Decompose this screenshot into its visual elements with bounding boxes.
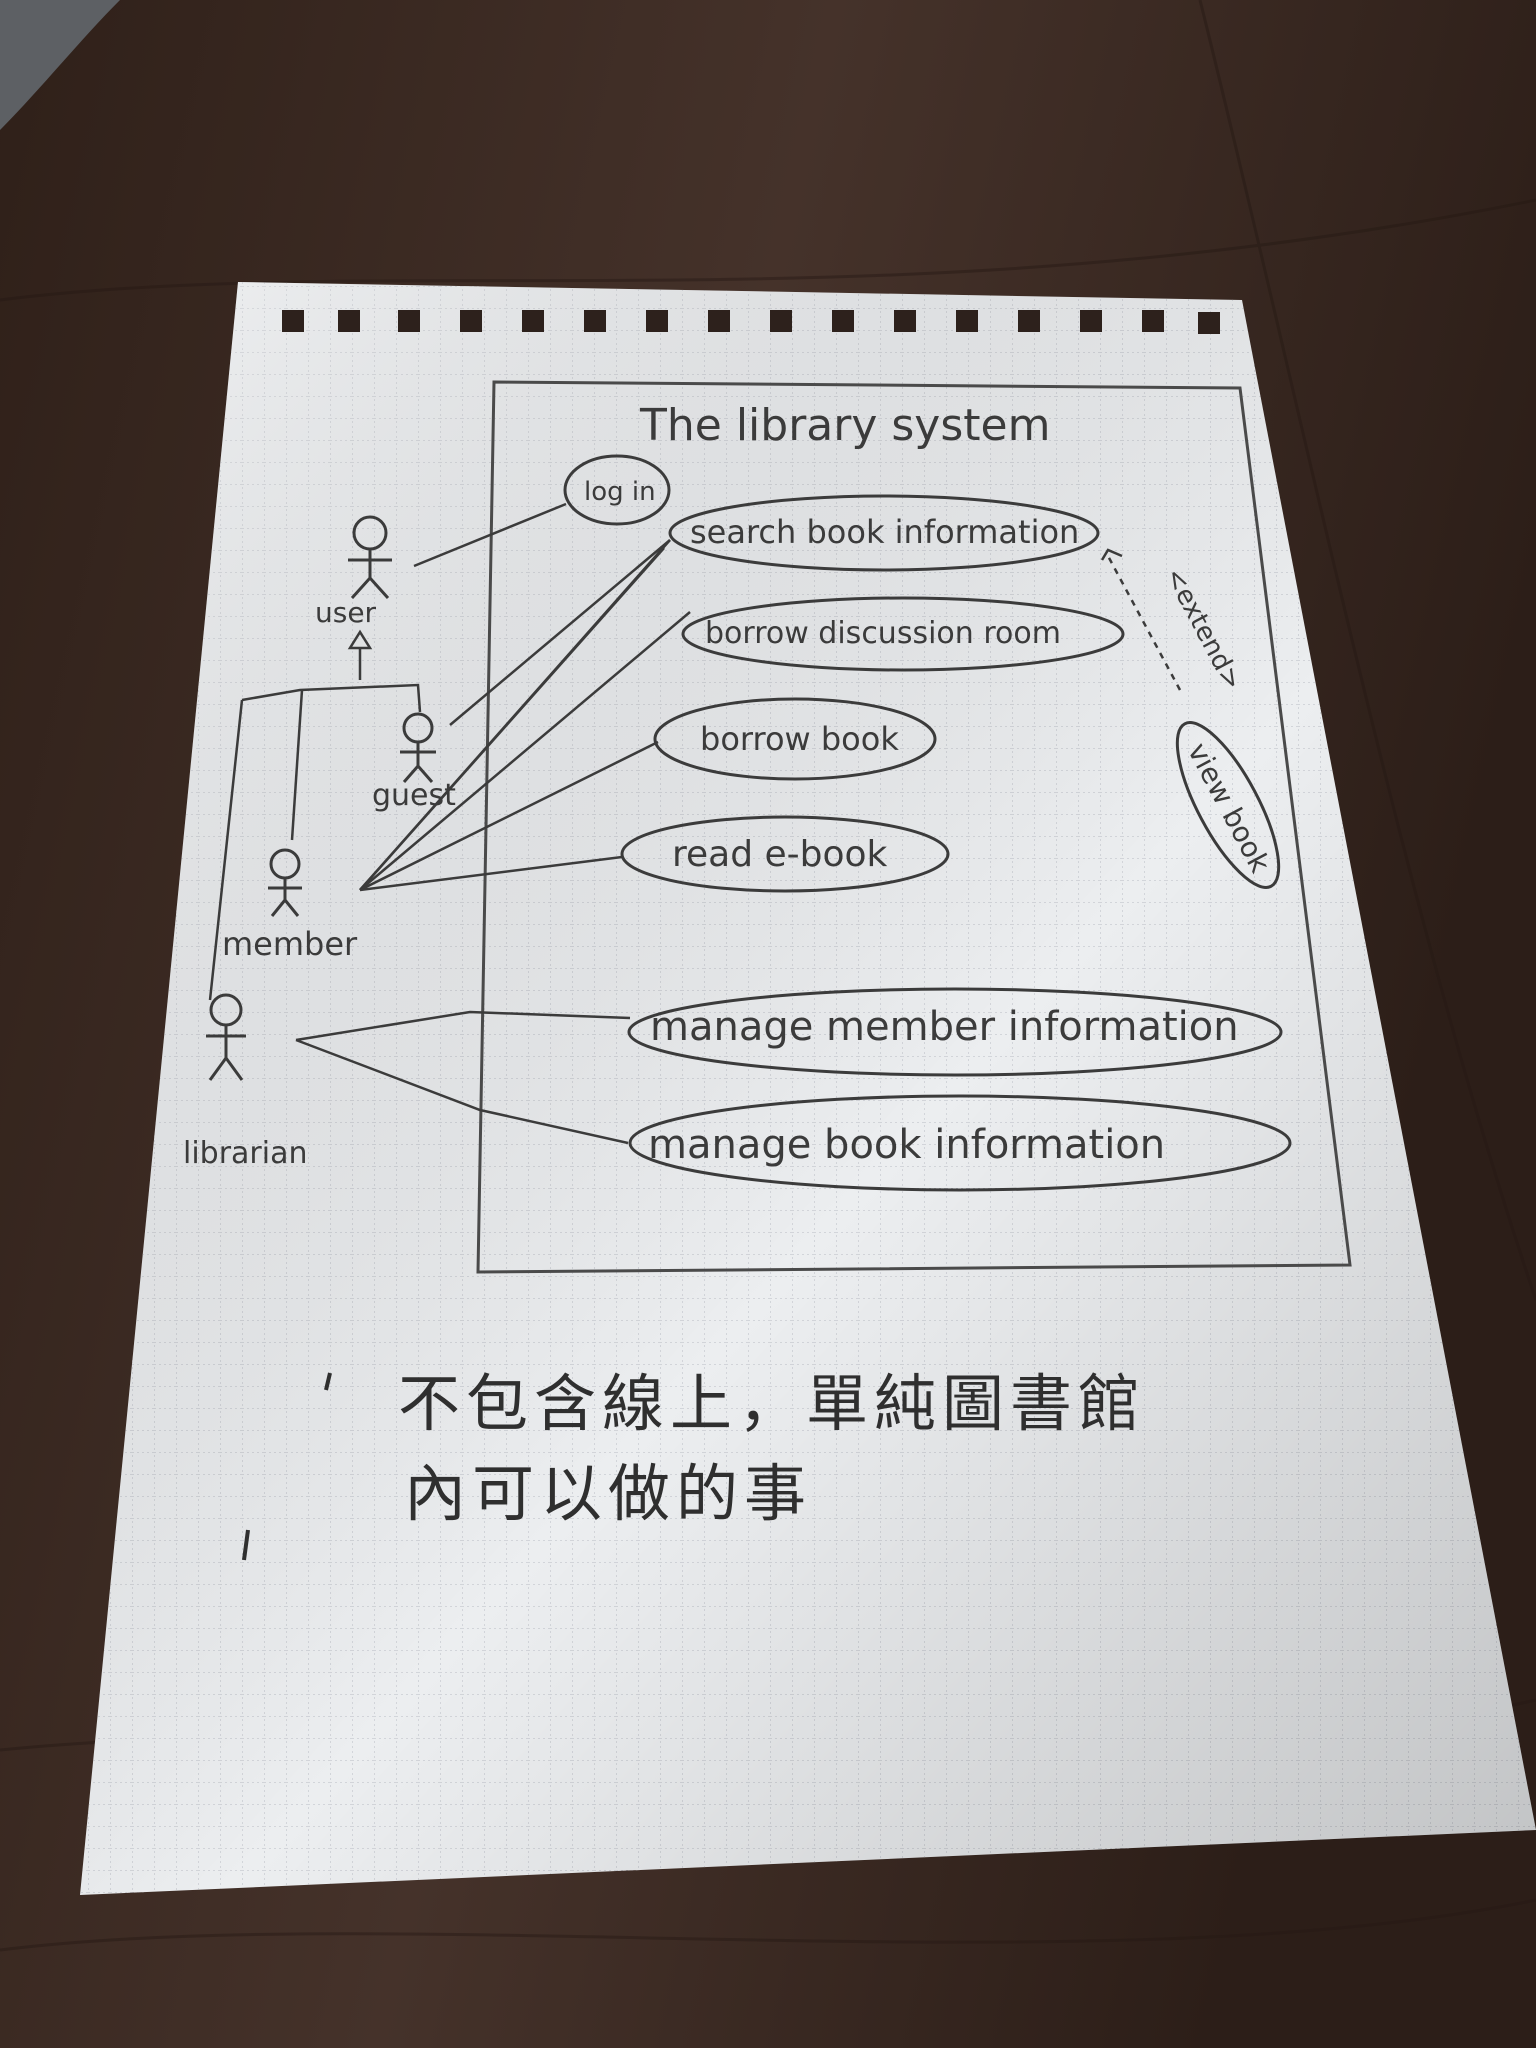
note-line-1: 不包含線上，單純圖書館 xyxy=(398,1367,1146,1440)
actor-librarian xyxy=(206,993,246,1081)
use-case-search-book-information: search book information xyxy=(668,494,1100,572)
use-case-login: log in xyxy=(563,454,671,526)
actor-user-label: user xyxy=(315,596,377,629)
actor-guest xyxy=(400,712,436,783)
actor-user xyxy=(348,515,392,600)
note-line-2: 內可以做的事 xyxy=(404,1457,812,1530)
association-lines xyxy=(295,502,691,1145)
system-title: The library system xyxy=(639,400,1050,451)
actor-member xyxy=(268,848,302,917)
actor-member-label: member xyxy=(222,925,358,963)
actor-librarian-label: librarian xyxy=(183,1136,308,1171)
use-case-read-e-book: read e-book xyxy=(620,815,950,893)
use-case-manage-book-label: manage book information xyxy=(648,1122,1165,1168)
use-case-search-label: search book information xyxy=(690,513,1079,551)
use-case-manage-book-information: manage book information xyxy=(628,1094,1292,1192)
use-case-read-ebook-label: read e-book xyxy=(672,834,888,875)
use-case-manage-member-information: manage member information xyxy=(627,987,1283,1077)
system-boundary xyxy=(476,380,1352,1274)
table-corner-edge xyxy=(0,0,120,130)
use-case-manage-member-label: manage member information xyxy=(650,1004,1239,1050)
generalization-tree xyxy=(208,629,422,1001)
spiral-holes xyxy=(282,310,1220,334)
paper-sheet xyxy=(80,282,1536,1895)
use-case-login-label: log in xyxy=(584,477,656,507)
use-case-borrow-discussion-room: borrow discussion room xyxy=(681,596,1125,672)
use-case-borrow-book: borrow book xyxy=(653,697,937,781)
use-case-borrow-book-label: borrow book xyxy=(700,720,899,758)
use-case-borrow-room-label: borrow discussion room xyxy=(705,616,1061,651)
handwritten-notes: 不包含線上，單純圖書館 內可以做的事 xyxy=(242,1367,1146,1561)
